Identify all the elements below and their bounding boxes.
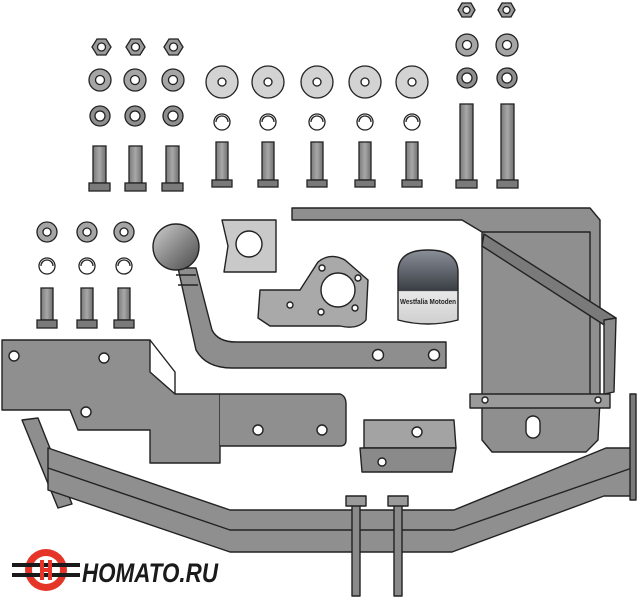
bolt-icon (405, 141, 419, 181)
zinc-set-5 (395, 65, 429, 188)
cap-brand-label: Westfalia Motoden (400, 297, 456, 306)
bolt-icon (500, 103, 515, 181)
bolt-icon (261, 141, 275, 181)
hardware-group-top (36, 2, 519, 329)
centre-bracket (359, 419, 457, 473)
small-bolt-set-2 (76, 221, 98, 329)
bolt-set-1 (88, 38, 112, 192)
logo-emblem-icon (12, 549, 80, 591)
zinc-set-1 (205, 65, 239, 188)
bolt-icon (310, 141, 324, 181)
small-bolt-set-1 (36, 221, 58, 329)
bolt-icon (80, 287, 94, 321)
cross-beam (21, 393, 637, 597)
zinc-set-3 (300, 65, 334, 188)
ball-cap: Westfalia Motoden (397, 249, 459, 325)
long-bolt-set-2 (495, 2, 519, 189)
bolt-icon (40, 287, 54, 321)
bolt-icon (358, 141, 372, 181)
zinc-set-2 (251, 65, 285, 188)
bolt-icon (92, 145, 107, 184)
tow-ball-neck (176, 267, 447, 369)
logo-wordmark: HOMATO.RU (82, 558, 219, 588)
small-bolt-set-3 (113, 221, 135, 329)
zinc-set-4 (348, 65, 382, 188)
bolt-icon (117, 287, 131, 321)
left-side-bracket (1, 339, 347, 464)
socket-bracket (257, 255, 369, 328)
bolt-icon (459, 103, 474, 181)
homato-logo: HOMATO.RU (12, 549, 219, 591)
mounting-plate (221, 219, 277, 273)
bolt-set-3 (161, 38, 185, 192)
bolt-icon (215, 141, 229, 181)
bolt-set-2 (123, 38, 147, 192)
bolt-icon (128, 145, 143, 184)
right-side-bracket (291, 207, 617, 453)
tow-ball (152, 223, 200, 271)
long-bolt-set-1 (455, 2, 479, 189)
bolt-icon (165, 145, 180, 184)
